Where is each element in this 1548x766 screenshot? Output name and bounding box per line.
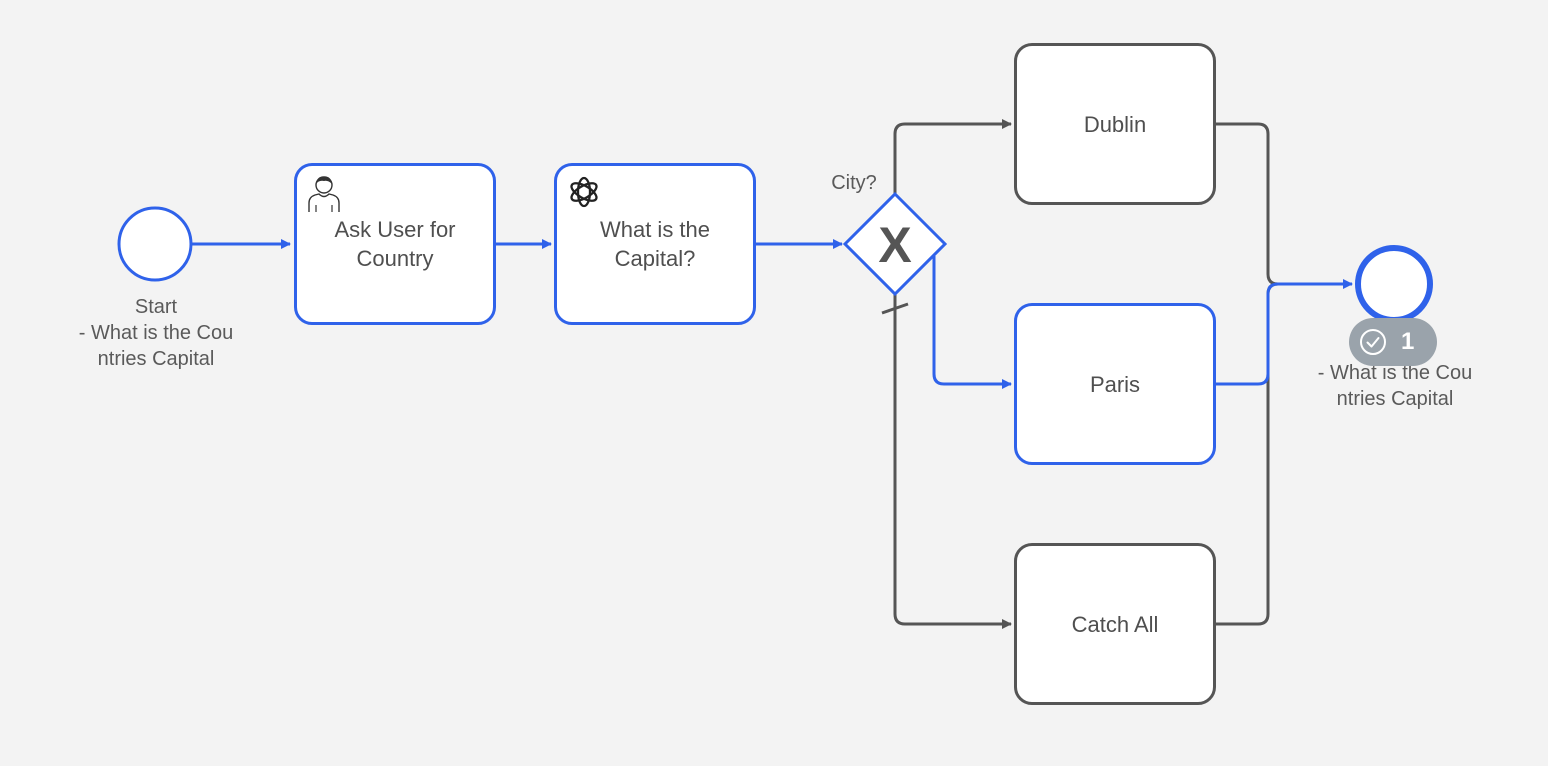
task-label: Ask User for Country (334, 217, 456, 271)
user-icon (308, 176, 340, 212)
flow-gateway-to-catchall[interactable] (893, 294, 1012, 629)
token-count-badge[interactable]: 1 (1349, 318, 1437, 366)
task-label: Dublin (1083, 111, 1147, 137)
task-paris[interactable]: Paris (1014, 303, 1216, 465)
openai-icon (570, 176, 598, 208)
check-circle-icon (1360, 329, 1386, 355)
exclusive-gateway[interactable]: X (842, 191, 948, 297)
flow-gateway-to-dublin[interactable] (893, 119, 1012, 194)
default-flow-marker (881, 302, 909, 315)
task-what-is-the-capital[interactable]: What is the Capital? (554, 163, 756, 325)
gateway-marker: X (878, 217, 911, 273)
task-ask-user-for-country[interactable]: Ask User for Country (294, 163, 496, 325)
end-event[interactable] (1355, 245, 1433, 323)
task-catch-all[interactable]: Catch All (1014, 543, 1216, 705)
gateway-label: City? (831, 172, 877, 194)
token-count: 1 (1401, 328, 1415, 355)
flow-gateway-to-paris[interactable] (932, 256, 1012, 389)
start-event[interactable] (117, 206, 193, 282)
task-label: Paris (1089, 371, 1141, 397)
task-dublin[interactable]: Dublin (1014, 43, 1216, 205)
task-label: Catch All (1071, 611, 1159, 637)
task-label: What is the Capital? (599, 217, 711, 271)
flow-paris-to-end[interactable] (1216, 279, 1353, 386)
flow-dublin-to-end[interactable] (1216, 122, 1352, 286)
start-event-label: Start - What is the Cou ntries Capital (78, 296, 234, 370)
